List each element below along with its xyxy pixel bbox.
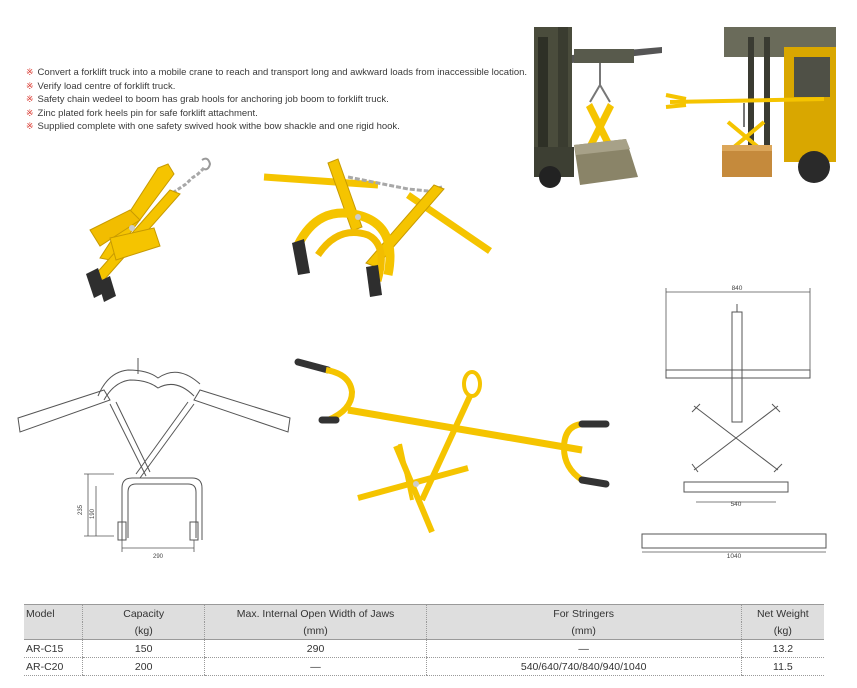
cell-jaw-width: 290 (204, 639, 427, 658)
cell-capacity: 200 (81, 657, 205, 676)
bullet-mark-icon: ※ (26, 80, 34, 91)
bullet-mark-icon: ※ (26, 94, 34, 105)
table-header-row: Model Capacity Max. Internal Open Width … (24, 604, 824, 622)
feature-item: ※Verify load centre of forklift truck. (26, 80, 176, 92)
bullet-mark-icon: ※ (26, 67, 34, 77)
bullet-mark-icon: ※ (26, 121, 34, 132)
cell-capacity: 150 (81, 639, 205, 658)
header-model-unit (24, 622, 83, 640)
table-row: AR-C20 200 — 540/640/740/840/940/1040 11… (24, 657, 824, 676)
dim-label-190: 190 (90, 508, 96, 519)
clamp-open-illustration (258, 155, 498, 300)
header-capacity: Capacity (81, 604, 205, 622)
dim-label-235: 235 (78, 504, 84, 515)
header-stringers-unit: (mm) (425, 622, 742, 640)
forklift-clamp-photo (534, 27, 662, 189)
dim-label-840: 840 (732, 285, 743, 292)
feature-item: ※Supplied complete with one safety swive… (26, 121, 400, 133)
header-capacity-unit: (kg) (81, 622, 205, 640)
specification-table: Model Capacity Max. Internal Open Width … (24, 604, 824, 676)
header-net-weight-unit: (kg) (740, 622, 824, 640)
spreader-beam-illustration (292, 350, 626, 540)
forklift-spreader-photo (664, 27, 836, 189)
spreader-technical-drawing: 840 540 1040 (636, 282, 832, 564)
dim-label-290: 290 (153, 554, 164, 560)
feature-item: ※Safety chain wedeel to boom has grab ho… (26, 94, 389, 106)
cell-stringers: — (425, 639, 742, 658)
header-model: Model (24, 604, 83, 622)
table-header-units-row: (kg) (mm) (mm) (kg) (24, 622, 824, 640)
cell-stringers: 540/640/740/840/940/1040 (425, 657, 742, 676)
cell-model: AR-C15 (24, 639, 83, 658)
feature-list: ※Convert a forklift truck into a mobile … (26, 66, 527, 134)
cell-net-weight: 11.5 (740, 657, 824, 676)
cell-model: AR-C20 (24, 657, 83, 676)
feature-item: ※Zinc plated fork heels pin for safe for… (26, 107, 258, 119)
cell-jaw-width: — (204, 657, 427, 676)
feature-item: ※Convert a forklift truck into a mobile … (26, 67, 528, 78)
clamp-technical-drawing: 235 190 290 (14, 352, 300, 564)
header-net-weight: Net Weight (740, 604, 824, 622)
header-jaw-width: Max. Internal Open Width of Jaws (204, 604, 427, 622)
dim-label-540: 540 (731, 501, 742, 508)
header-jaw-width-unit: (mm) (204, 622, 427, 640)
header-stringers: For Stringers (425, 604, 742, 622)
dim-label-1040: 1040 (727, 553, 742, 560)
bullet-mark-icon: ※ (26, 107, 34, 118)
cell-net-weight: 13.2 (740, 639, 824, 658)
table-row: AR-C15 150 290 — 13.2 (24, 639, 824, 658)
clamp-closed-illustration (70, 150, 220, 305)
